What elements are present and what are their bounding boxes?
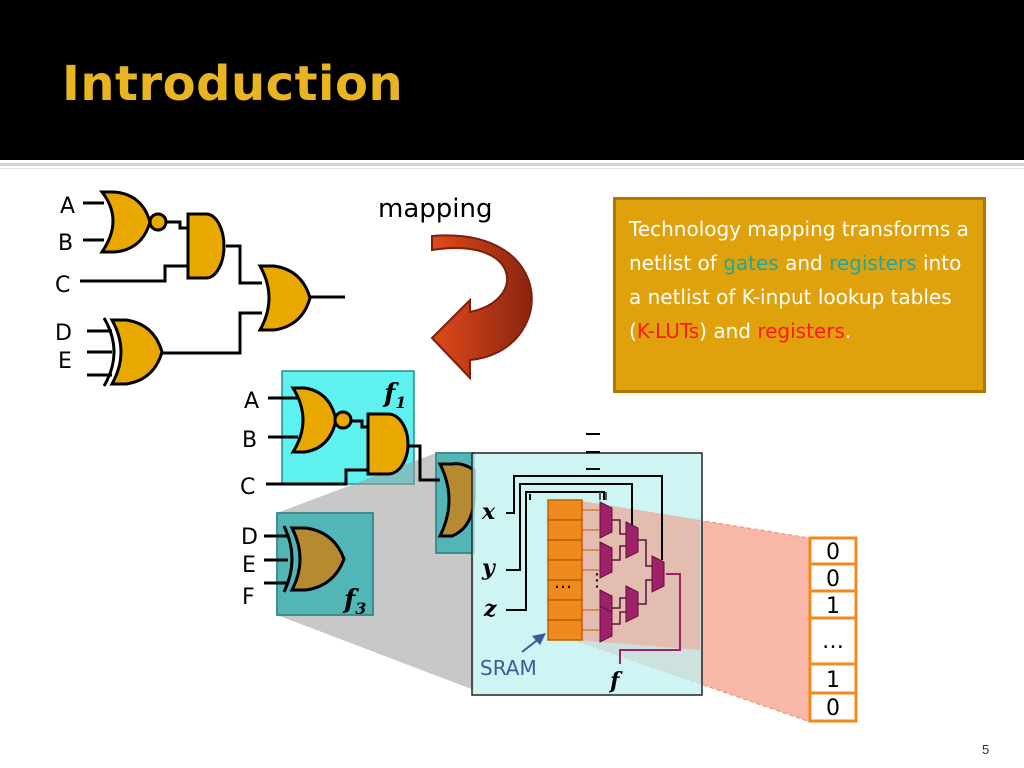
header-divider-thin (0, 168, 1024, 169)
curved-mapping-arrow (430, 234, 533, 381)
lut-input-label-z: z (483, 596, 497, 622)
truth-table-cell-4: 1 (826, 668, 840, 693)
callout-text-5: . (844, 319, 852, 343)
truth-table-cell-2: 1 (826, 594, 840, 619)
lut-wire-mid (599, 492, 607, 500)
f3-label: f3 (342, 585, 366, 618)
sram-ellipsis: … (554, 572, 572, 593)
mapping-label: mapping (378, 194, 492, 224)
mapped-input-label-c: C (240, 475, 255, 500)
mapped-input-label-e: E (242, 553, 256, 578)
mapped-input-label-d: D (241, 525, 258, 550)
callout-kluts: K-LUTs (636, 319, 700, 343)
mapped-input-label-b: B (242, 428, 257, 453)
mux-links (612, 519, 652, 625)
lut-select-wires (506, 433, 663, 611)
sram-cells (547, 499, 583, 641)
callout-box: Technology mapping transforms a netlist … (613, 197, 986, 393)
truth-table-cell-5: 0 (826, 696, 840, 721)
top-xor-gate (102, 317, 164, 387)
top-input-label-e: E (58, 349, 72, 374)
sram-label: SRAM (480, 656, 537, 680)
truth-table-cell-1: 0 (826, 567, 840, 592)
mapped-xor-gate (282, 525, 346, 593)
lut-output-wire (619, 573, 681, 664)
mux-tree (599, 501, 665, 643)
truth-table: 0 0 1 … 1 0 (808, 536, 858, 723)
lut-input-label-x: x (481, 499, 496, 525)
mapped-and-gate (366, 412, 410, 476)
mapped-wires (264, 396, 440, 585)
mapped-input-label-f: F (242, 585, 255, 610)
top-nand-gate (98, 190, 168, 254)
top-and-gate (186, 212, 226, 280)
sram-pointer-arrow (521, 633, 546, 653)
truth-table-cell-0: 0 (826, 540, 840, 565)
lut-input-label-y: y (481, 555, 497, 581)
f1-label: f1 (382, 379, 406, 412)
callout-registers-2: registers (757, 319, 845, 343)
top-input-label-c: C (55, 273, 70, 298)
top-input-label-b: B (58, 231, 73, 256)
callout-gates: gates (723, 251, 779, 275)
mapped-input-label-a: A (244, 389, 259, 414)
sram-to-mux (582, 509, 600, 631)
top-or-gate (257, 264, 312, 332)
mapped-or-gate (437, 462, 476, 538)
lut-output-label-f: f (608, 668, 623, 694)
top-input-label-a: A (60, 194, 75, 219)
callout-text-4: ) and (699, 319, 758, 343)
callout-registers-1: registers (829, 251, 917, 275)
header-divider (0, 163, 1024, 166)
callout-text-3: into a netlist of K-input lookup tables … (629, 251, 962, 343)
callout-text-1: Technology mapping transforms a netlist … (629, 217, 969, 275)
top-input-label-d: D (55, 321, 72, 346)
truth-table-cell-3: … (822, 629, 844, 654)
mapped-nand-gate (290, 386, 353, 454)
slide-header (0, 0, 1024, 160)
slide-title: Introduction (62, 56, 404, 112)
slide-number: 5 (982, 742, 990, 757)
callout-text-2: and (778, 251, 830, 275)
